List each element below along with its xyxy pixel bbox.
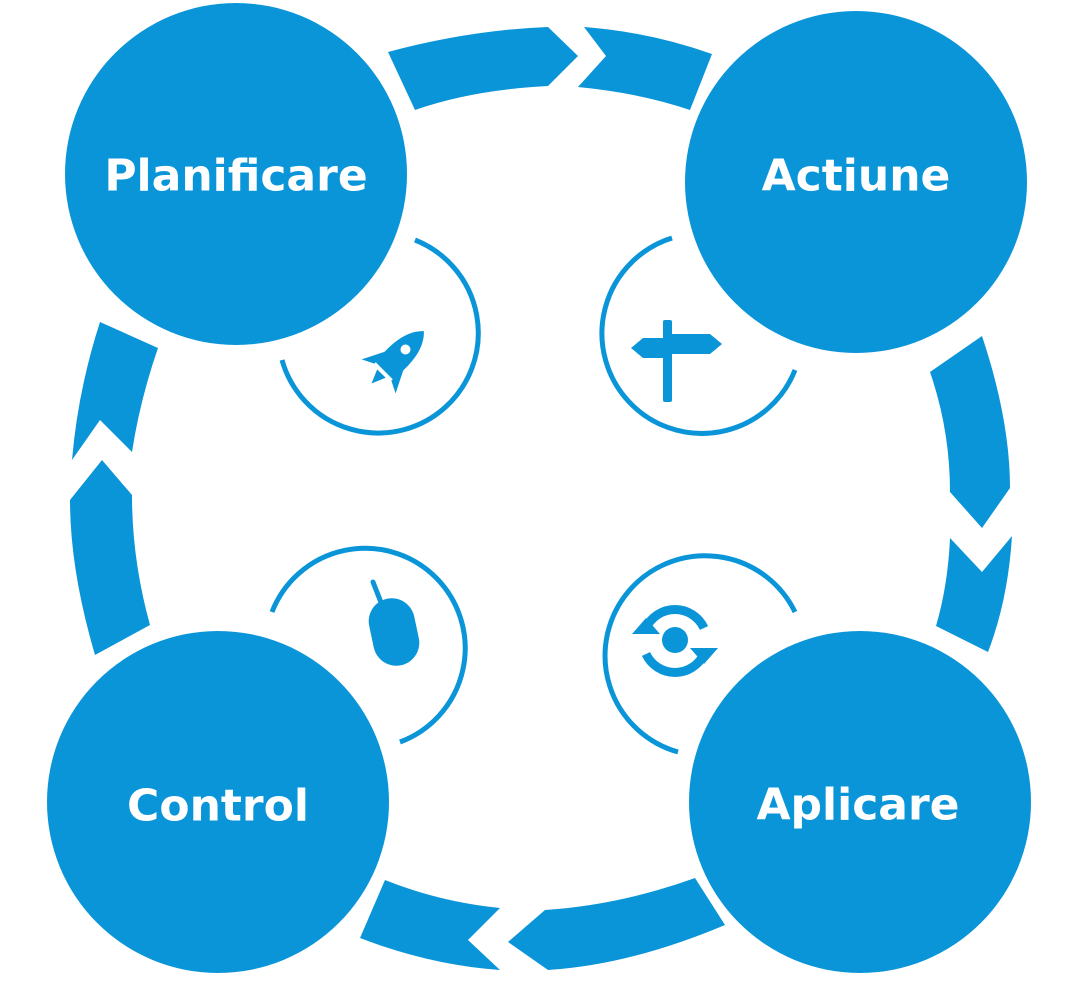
stage-circle: [65, 3, 407, 345]
target-sync-icon: [632, 605, 718, 677]
arrow-head-left: [72, 322, 158, 460]
inner-arc-control: [269, 545, 468, 745]
inner-arc-aplicare: [602, 553, 798, 755]
stage-actiune: Actiune: [685, 11, 1027, 353]
stage-control: Control: [47, 631, 389, 973]
stage-planificare: Planificare: [65, 3, 407, 345]
arrow-segment-left: [70, 460, 150, 655]
stage-label-planificare: Planificare: [104, 151, 367, 202]
inner-arc-actiune: [599, 235, 798, 436]
stage-aplicare: Aplicare: [689, 631, 1031, 973]
stage-label-control: Control: [127, 781, 309, 832]
mouse-icon: [368, 579, 420, 666]
arrow-segment-right: [930, 336, 1010, 528]
arrow-head-right: [936, 536, 1012, 652]
arrow-segment-top: [388, 27, 578, 110]
stage-label-aplicare: Aplicare: [756, 780, 959, 831]
stage-circle: [685, 11, 1027, 353]
arrow-head-top: [578, 27, 712, 110]
inner-arcs: [269, 235, 798, 755]
stage-label-actiune: Actiune: [762, 151, 951, 202]
cycle-ring: [70, 27, 1012, 970]
arrow-segment-bottom: [508, 878, 725, 970]
arrow-head-bottom: [360, 880, 500, 970]
stage-circle: [47, 631, 389, 973]
signpost-icon: [631, 320, 722, 402]
rocket-icon: [361, 331, 424, 394]
inner-arc-planificare: [279, 237, 481, 436]
stage-circle: [689, 631, 1031, 973]
